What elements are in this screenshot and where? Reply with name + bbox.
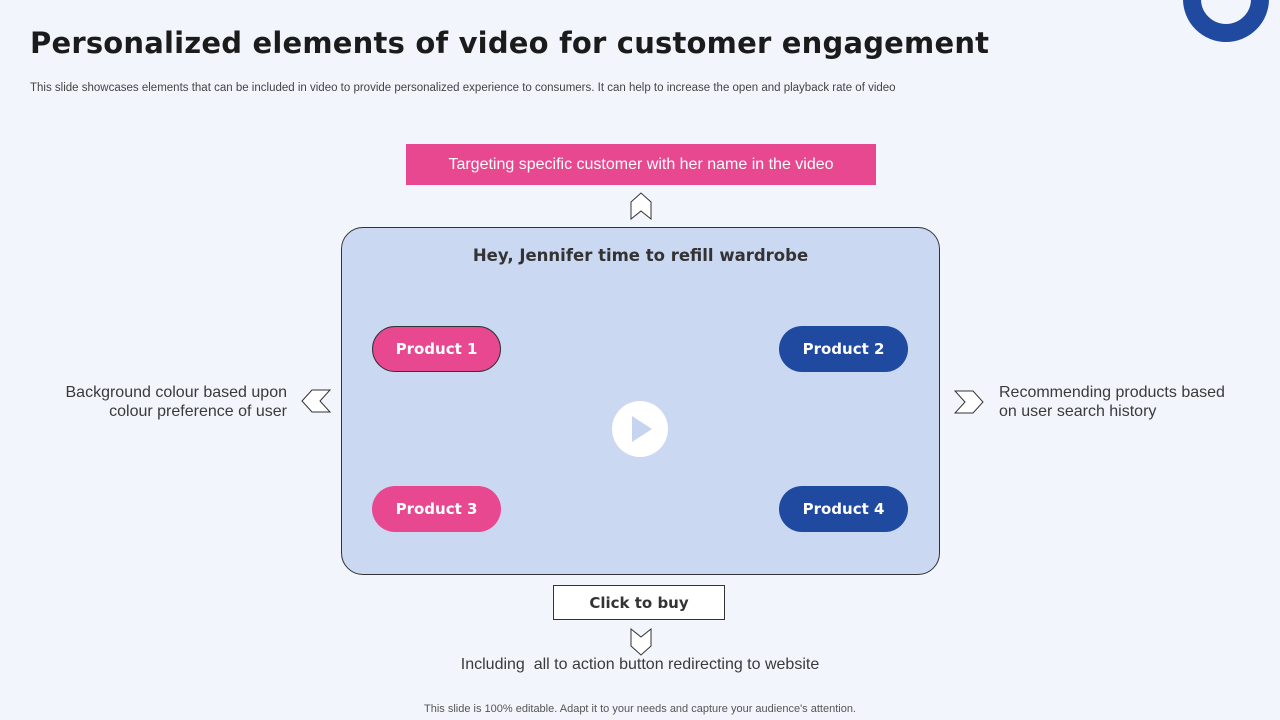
- down-chevron-arrow-icon: [630, 628, 652, 656]
- footer-note: This slide is 100% editable. Adapt it to…: [424, 703, 856, 715]
- bottom-caption: Including all to action button redirecti…: [460, 656, 820, 673]
- product-2-button[interactable]: Product 2: [779, 326, 908, 372]
- play-icon: [632, 416, 652, 442]
- right-annotation: Recommending products based on user sear…: [999, 383, 1259, 421]
- left-annotation: Background colour based upon colour pref…: [40, 383, 288, 421]
- right-annotation-line-1: Recommending products based: [999, 384, 1225, 401]
- product-1-button[interactable]: Product 1: [372, 326, 501, 372]
- decorative-ring: [1183, 0, 1269, 42]
- video-preview-panel: Hey, Jennifer time to refill wardrobe Pr…: [341, 227, 940, 575]
- left-chevron-arrow-icon: [301, 389, 331, 413]
- product-4-button[interactable]: Product 4: [779, 486, 908, 532]
- click-to-buy-button[interactable]: Click to buy: [553, 585, 725, 620]
- page-title: Personalized elements of video for custo…: [30, 26, 990, 60]
- panel-heading: Hey, Jennifer time to refill wardrobe: [472, 246, 809, 265]
- right-chevron-arrow-icon: [954, 390, 984, 414]
- left-annotation-line-1: Background colour based upon: [65, 384, 288, 401]
- product-3-button[interactable]: Product 3: [372, 486, 501, 532]
- left-annotation-line-2: colour preference of user: [109, 403, 287, 420]
- right-annotation-line-2: on user search history: [999, 403, 1157, 420]
- up-chevron-arrow-icon: [630, 192, 652, 220]
- play-button[interactable]: [612, 401, 668, 457]
- page-subtitle: This slide showcases elements that can b…: [30, 82, 896, 94]
- top-banner: Targeting specific customer with her nam…: [406, 144, 876, 185]
